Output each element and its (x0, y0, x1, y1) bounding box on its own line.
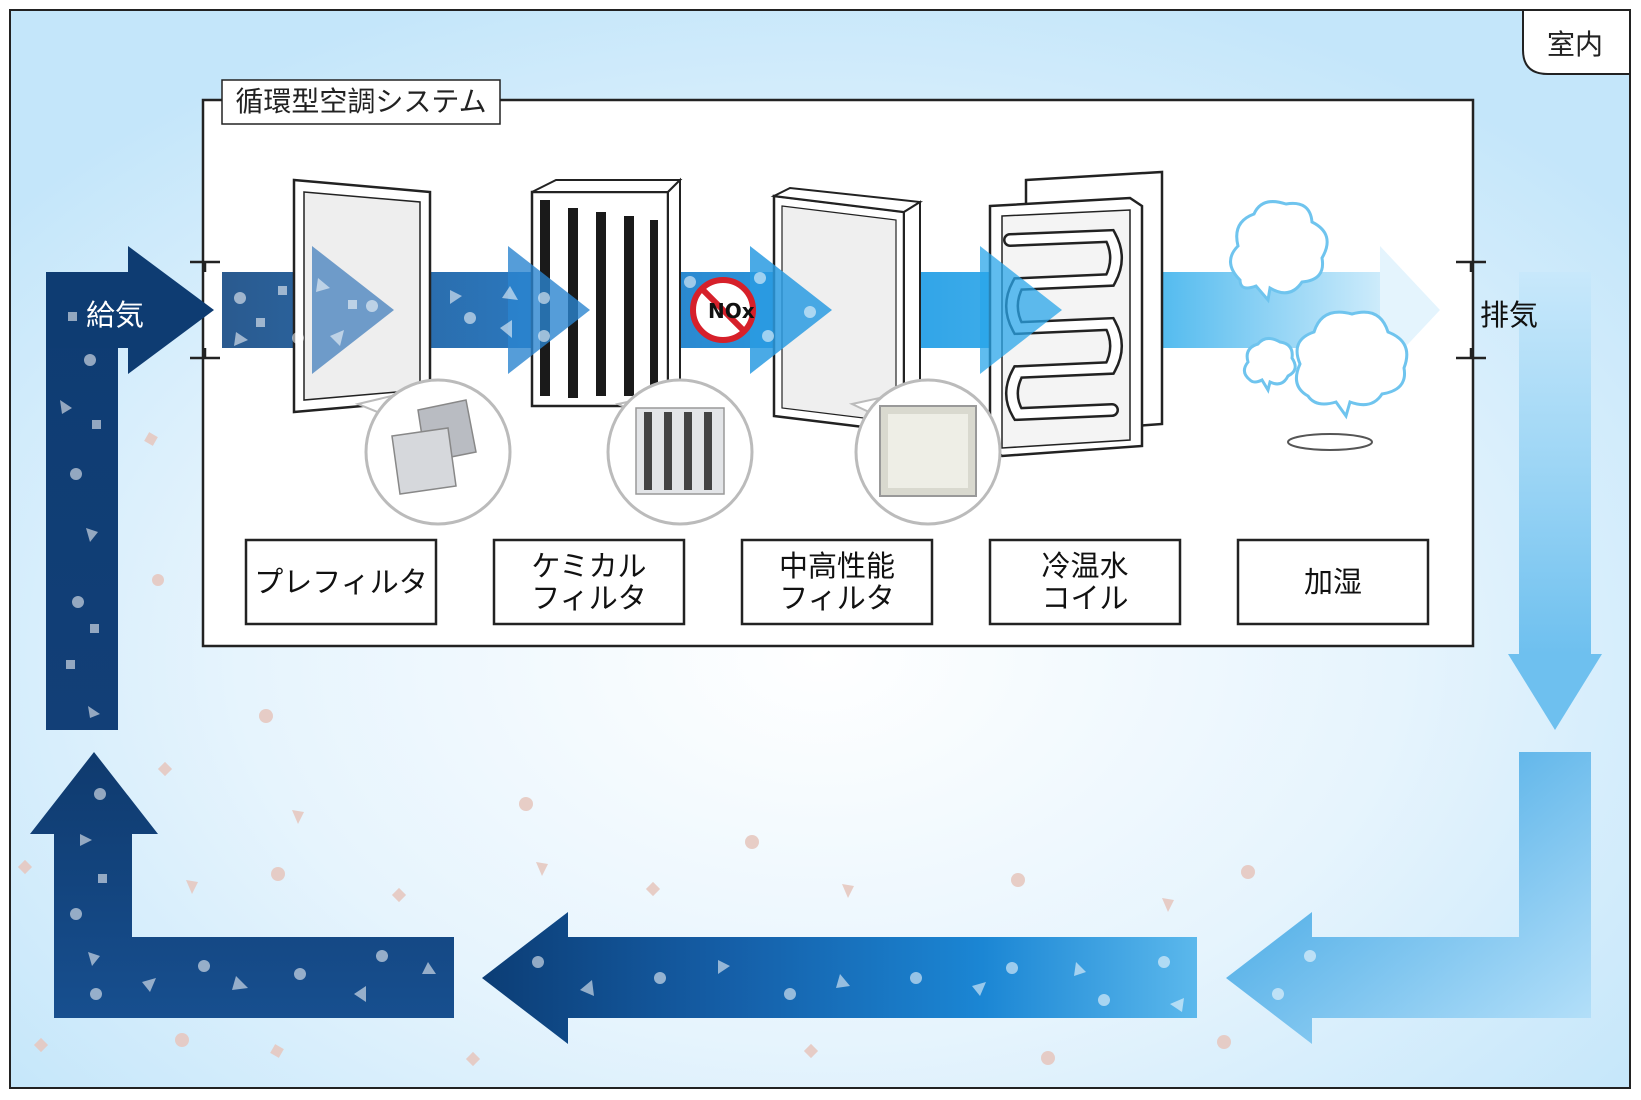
medium-high-filter-panel (770, 186, 923, 434)
humidifier-steam (1229, 200, 1409, 420)
system-title-tab (221, 79, 501, 125)
room-label: 室内 (1546, 28, 1603, 61)
particles-room (17, 432, 1255, 1067)
room-tab (1522, 9, 1631, 75)
coil-box (988, 538, 1182, 626)
stage-label-medium-high-filter: 中高性能 フィルタ (778, 549, 895, 615)
exhaust-down-arrow (1508, 654, 1602, 730)
humidifier-tray (1287, 433, 1373, 451)
stage-label-prefilter: プレフィルタ (254, 565, 428, 599)
coil-panel (988, 170, 1164, 458)
supply-arrow (46, 246, 214, 374)
stage-label-coil: 冷温水 コイル (1041, 549, 1129, 615)
supply-duct (46, 272, 118, 730)
exhaust-return-arrow (1226, 752, 1591, 1044)
nox-blocked-icon (690, 277, 756, 343)
exhaust-duct (1519, 272, 1591, 654)
stage-label-humidifier: 加湿 (1303, 565, 1362, 599)
stage-label-chemical-filter: ケミカル フィルタ (531, 549, 647, 615)
medium-high-filter-box (740, 538, 934, 626)
nox-label: NOx (708, 299, 755, 323)
return-arrow-left (30, 752, 454, 1018)
supply-label: 給気 (86, 298, 145, 332)
prefilter-box (244, 538, 438, 626)
humidifier-box (1236, 538, 1430, 626)
chemical-filter-box (492, 538, 686, 626)
particles-airflow (60, 272, 1316, 1012)
chemical-filter-zoom (606, 378, 754, 526)
system-title: 循環型空調システム (235, 85, 487, 118)
exhaust-label: 排気 (1480, 298, 1539, 332)
prefilter-zoom (354, 378, 512, 526)
medium-high-filter-zoom (848, 378, 1002, 526)
